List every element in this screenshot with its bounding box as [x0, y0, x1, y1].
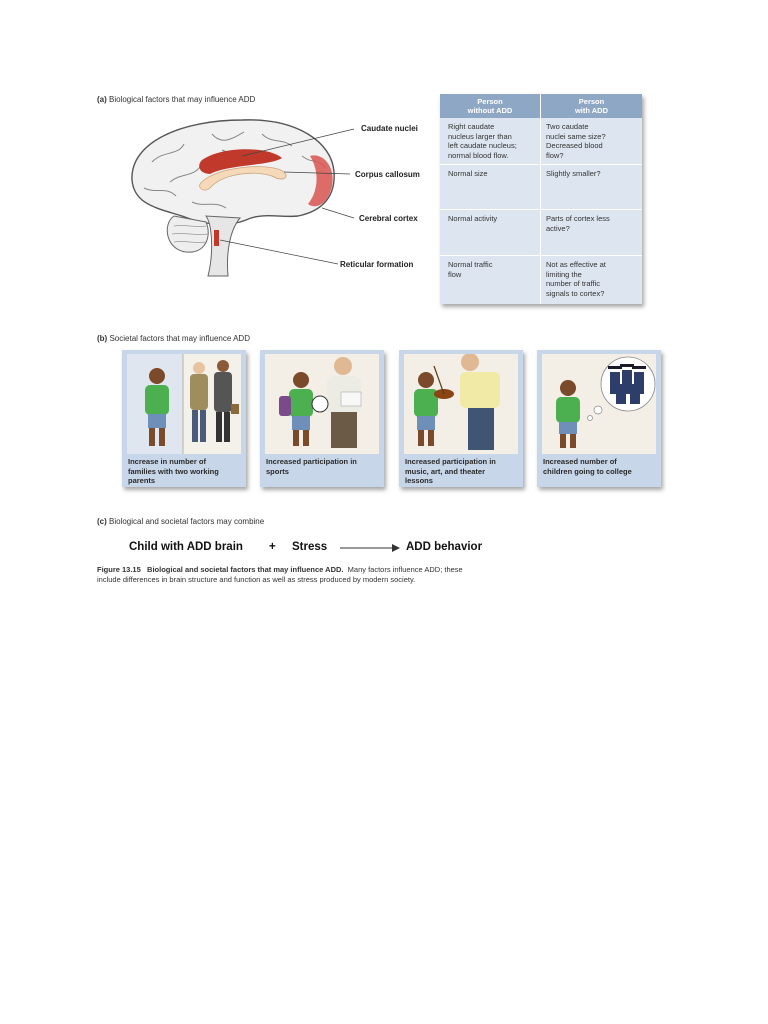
cerebral-cortex-highlight: [308, 155, 333, 207]
section-c-heading: (c) Biological and societal factors may …: [97, 517, 265, 526]
cell-row3-without: Normal activity: [448, 214, 498, 223]
brain-illustration: [131, 119, 355, 277]
college-illustration: [542, 354, 656, 454]
arrow-icon: [340, 544, 400, 552]
equation-term1: Child with ADD brain: [129, 541, 243, 553]
label-caudate-nuclei: Caudate nuclei: [361, 124, 418, 133]
label-reticular-formation: Reticular formation: [340, 260, 414, 269]
equation-term2: Stress: [292, 541, 328, 553]
music-lesson-illustration: [404, 354, 518, 454]
section-a-heading: (a) Biological factors that may influenc…: [97, 95, 256, 104]
equation-plus: +: [269, 541, 276, 553]
reticular-formation-highlight: [214, 230, 219, 246]
section-b-heading: (b) Societal factors that may influence …: [97, 334, 250, 343]
working-parents-illustration: [127, 354, 241, 454]
sports-illustration: [265, 354, 379, 454]
brainstem-shape: [204, 215, 242, 277]
label-corpus-callosum: Corpus callosum: [355, 170, 420, 179]
cell-row2-without: Normal size: [448, 169, 488, 178]
corpus-callosum-shape: [199, 166, 287, 191]
label-cerebral-cortex: Cerebral cortex: [359, 214, 418, 223]
cell-row2-with: Slightly smaller?: [546, 169, 601, 178]
figure-caption: Figure 13.15 Biological and societal fac…: [97, 565, 463, 584]
caudate-nucleus-shape: [199, 149, 282, 174]
equation-result: ADD behavior: [406, 541, 483, 553]
